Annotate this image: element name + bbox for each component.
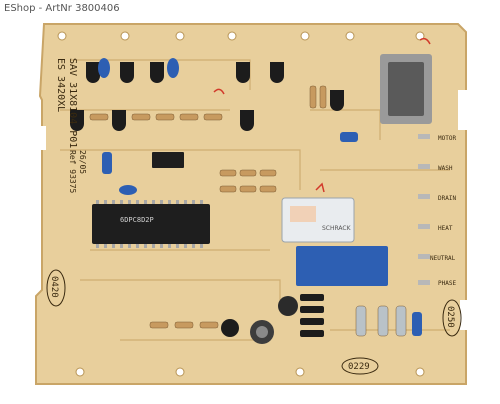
svg-text:0229: 0229 [348,362,370,372]
model-line2: SAV 31X8104 P01 [67,58,78,148]
svg-text:0250: 0250 [445,306,455,328]
code-bottom: 0229 [341,357,379,375]
right-label-0: MOTOR [438,135,456,142]
resistor-array-1 [89,113,277,329]
shop-header: EShop - ArtNr 3800406 [4,3,120,14]
marker-scribbles [213,37,431,193]
resistor-array-2 [309,85,407,337]
date-label: 26/05 [78,150,87,174]
right-label-2: DRAIN [438,195,456,202]
right-label-5: PHASE [438,280,456,287]
electrolytic-capacitors [221,296,298,344]
spade-terminals [418,134,430,285]
model-label: ES 3420XL SAV 31X8104 P01 [55,58,78,148]
ref-label: Ref 93375 [68,150,77,194]
right-label-3: HEAT [438,225,453,232]
relay: SCHRACK [281,197,355,243]
connector-top-right [380,54,432,124]
blue-capacitors [98,58,422,336]
small-ic-chip [152,152,184,168]
diodes [300,294,324,337]
x-capacitor [296,246,388,286]
right-side-labels: MOTOR WASH DRAIN HEAT NEUTRAL PHASE [430,135,456,287]
transistors-top [70,62,344,131]
pcb-traces [60,59,450,341]
chip-label: 6DPC8D2P [120,216,154,224]
model-line1: ES 3420XL [55,58,66,112]
code-left: 0420 [46,269,66,307]
right-label-4: NEUTRAL [430,255,456,262]
right-label-1: WASH [438,165,453,172]
main-ic-chip: 6DPC8D2P [92,200,210,248]
relay-brand: SCHRACK [322,225,352,232]
svg-text:0420: 0420 [49,276,59,298]
mounting-holes [57,31,425,377]
code-right: 0250 [442,299,462,337]
